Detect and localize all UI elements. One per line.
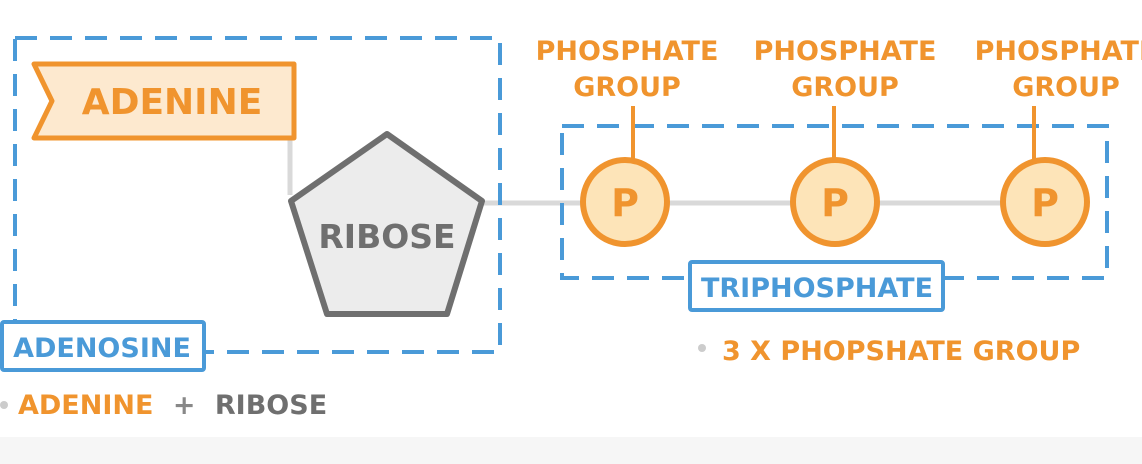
adenosine-formula: ADENINE + RIBOSE (18, 390, 327, 421)
triphosphate-formula: 3 X PHOPSHATE GROUP (722, 336, 1080, 367)
phosphate-1-title-line1: PHOSPHATE (536, 36, 719, 67)
phosphate-2-title-line2: GROUP (791, 72, 899, 103)
adenosine-box (13, 36, 502, 354)
bottom-band (0, 437, 1142, 464)
phosphate-1-symbol: P (611, 181, 639, 225)
phosphate-3-symbol: P (1031, 181, 1059, 225)
adenine-label: ADENINE (82, 82, 263, 123)
adenosine-label: ADENOSINE (13, 333, 191, 364)
adenosine-label-box: ADENOSINE (0, 320, 206, 372)
bullet-dot (0, 401, 8, 409)
triphosphate-label: TRIPHOSPHATE (701, 273, 933, 304)
phosphate-3: P (1000, 157, 1090, 247)
formula-ribose: RIBOSE (215, 390, 327, 421)
adenine-tag: ADENINE (31, 61, 297, 141)
triphosphate-label-box: TRIPHOSPHATE (688, 260, 945, 312)
phosphate-1: P (580, 157, 670, 247)
phosphate-3-title-line2: GROUP (1012, 72, 1120, 103)
formula-plus: + (173, 390, 196, 421)
ribose-label: RIBOSE (318, 217, 455, 256)
phosphate-3-title-line1: PHOSPHATE (975, 36, 1142, 67)
phosphate-2: P (790, 157, 880, 247)
ribose-pentagon: RIBOSE (288, 131, 485, 317)
phosphate-1-title-line2: GROUP (573, 72, 681, 103)
phosphate-2-symbol: P (821, 181, 849, 225)
formula-adenine: ADENINE (18, 390, 153, 421)
phosphate-2-title-line1: PHOSPHATE (754, 36, 937, 67)
bullet-dot (698, 344, 706, 352)
